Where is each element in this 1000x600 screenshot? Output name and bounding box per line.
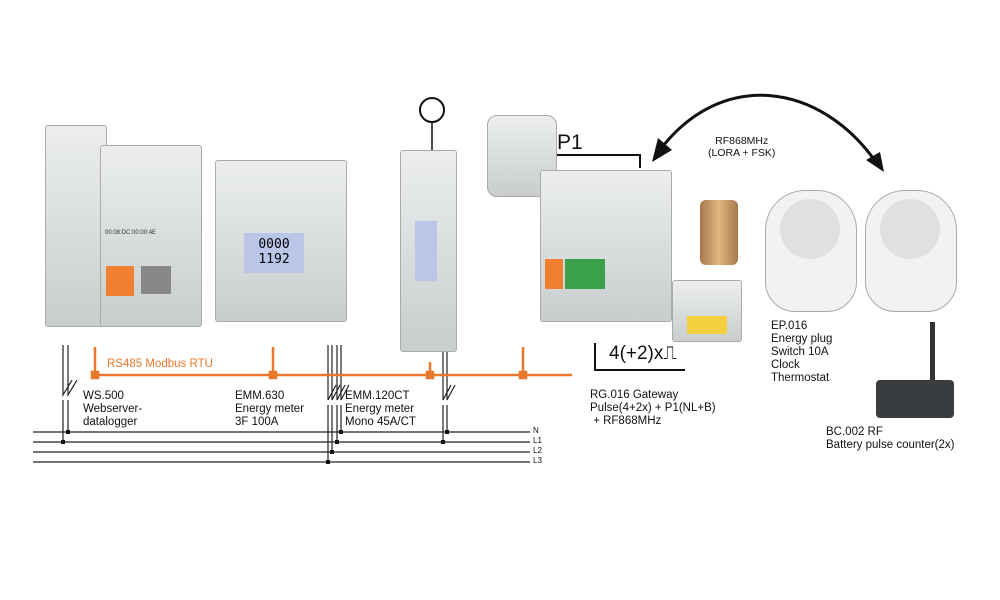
energy-plug-de: [865, 190, 957, 312]
water-meter: [700, 200, 738, 265]
pulse-label: 4(+2)x⎍: [609, 343, 677, 364]
arrowhead-icon: [652, 138, 672, 162]
junction-dots: [61, 430, 449, 464]
rf-arc: [658, 93, 880, 166]
lcd-display: [415, 221, 437, 281]
bc002-device: [876, 380, 954, 418]
ws500-feed: [62, 345, 456, 462]
ethernet-port: [141, 266, 171, 294]
rs485-bus: [90, 347, 572, 380]
energy-plug-fr: [765, 190, 857, 312]
antenna: [930, 322, 935, 382]
pulse-bracket: [594, 343, 685, 371]
terminal-block: [106, 266, 134, 296]
emm120ct-device: [400, 150, 457, 352]
rg016-gateway: [540, 170, 672, 322]
ws500-device: 00:08:DC:00:00:4E: [100, 145, 202, 327]
phase-label-l1: L1: [533, 436, 542, 445]
bus-label: RS485 Modbus RTU: [107, 358, 213, 370]
phase-label-n: N: [533, 426, 539, 435]
ws500-power-module: [45, 125, 107, 327]
phase-lines: [33, 431, 530, 463]
phase-label-l2: L2: [533, 446, 542, 455]
emm630-device: 0000 1192: [215, 160, 347, 322]
phase-label-l3: L3: [533, 456, 542, 465]
p1-label: P1: [557, 131, 583, 154]
arrowhead-icon: [866, 152, 884, 172]
ct-sensor-icon: [419, 97, 445, 123]
lcd-display: 0000 1192: [244, 233, 304, 273]
p1-line: [540, 154, 641, 168]
rf-label: RF868MHz(LORA + FSK): [708, 135, 776, 159]
gas-meter: [672, 280, 742, 342]
